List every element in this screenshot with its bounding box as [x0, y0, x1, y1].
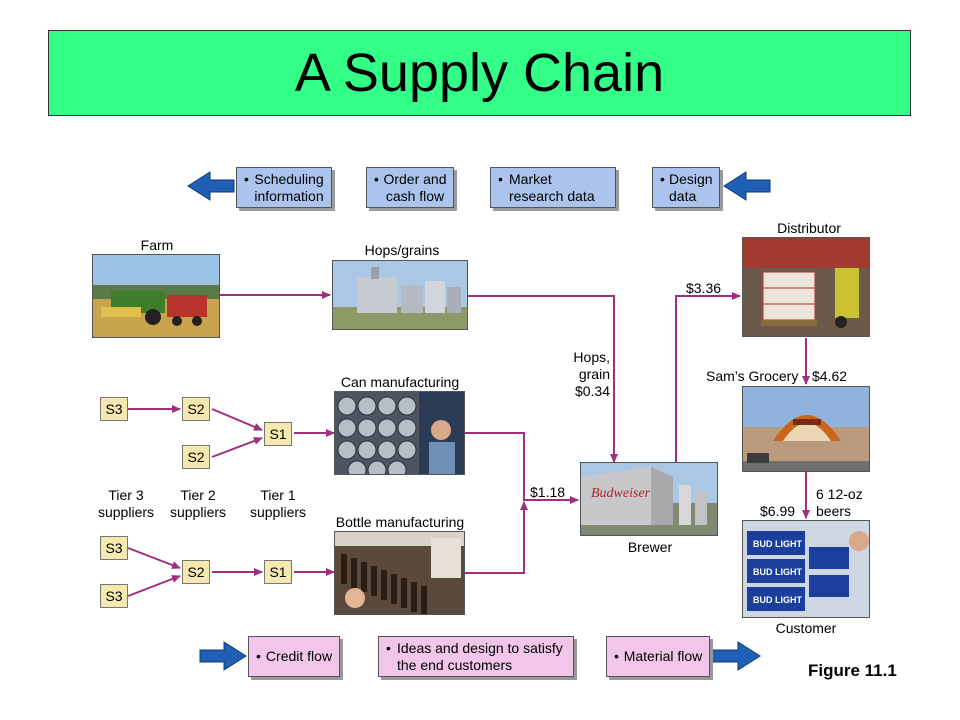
- bullet: •: [374, 171, 379, 187]
- arrow-s3-s2-a: [127, 547, 181, 569]
- beer-cases-image: BUD LIGHT BUD LIGHT BUD LIGHT: [743, 521, 869, 617]
- scheduling-information-box: • Scheduling information: [236, 167, 332, 208]
- customer-photo: BUD LIGHT BUD LIGHT BUD LIGHT: [742, 520, 870, 618]
- arrow-hops-brewer: [468, 295, 618, 463]
- order-cash-flow-box: • Order and cash flow: [366, 167, 454, 208]
- bullet: •: [498, 171, 503, 187]
- hops-grain-price: $0.34: [574, 383, 610, 399]
- brewer-photo: Budweiser: [580, 462, 718, 536]
- grain-silos-photo: [332, 260, 468, 330]
- bullet: •: [660, 171, 665, 187]
- bottle-manufacturing-photo: [334, 531, 465, 615]
- grain-silos-image: [333, 261, 467, 329]
- distributor-price: $3.36: [686, 280, 722, 296]
- right-flow-arrow-credit: [199, 641, 247, 671]
- hops-grains-label: Hops/grains: [364, 242, 440, 258]
- credit-flow-label: Credit flow: [265, 648, 333, 664]
- container-price: $1.18: [530, 484, 566, 500]
- customer-price: $6.99: [760, 503, 796, 519]
- market-research-data-box: • Market research data: [490, 167, 616, 208]
- brewery-image: Budweiser: [581, 463, 717, 535]
- page-title: A Supply Chain: [294, 43, 665, 103]
- arrow-can-brewer: [465, 432, 579, 504]
- figure-label: Figure 11.1: [808, 661, 897, 680]
- ideas-design-box: • Ideas and design to satisfy the end cu…: [378, 636, 574, 677]
- tier2-suppliers-label: Tier 2 suppliers: [169, 487, 227, 520]
- material-flow-label: Material flow: [623, 648, 703, 664]
- bottle-line-image: [335, 532, 464, 614]
- design-data-label: Design data: [669, 171, 713, 204]
- supplier-s3-box: S3: [100, 584, 128, 608]
- combine-harvester-image: [93, 255, 219, 337]
- title-banner: A Supply Chain: [48, 30, 911, 116]
- supplier-s2-box: S2: [182, 445, 210, 469]
- right-flow-arrow-top: [723, 171, 771, 201]
- supplier-s1-box: S1: [264, 422, 292, 446]
- svg-text:BUD LIGHT: BUD LIGHT: [753, 595, 802, 605]
- customer-label: Customer: [775, 620, 837, 636]
- bullet: •: [244, 171, 249, 187]
- grocery-label: Sam’s Grocery: [706, 368, 799, 384]
- warehouse-image: [743, 238, 869, 336]
- grocery-photo: [742, 386, 870, 472]
- customer-quantity-label: 6 12-oz beers: [816, 486, 863, 519]
- arrow-brewer-distributor: [675, 292, 741, 462]
- bullet: •: [256, 648, 261, 664]
- supplier-s3-box: S3: [100, 536, 128, 560]
- arrow-s2-s1-top: [211, 408, 263, 431]
- bullet: •: [386, 640, 391, 656]
- farm-label: Farm: [140, 237, 174, 253]
- can-manufacturing-photo: [334, 391, 465, 475]
- svg-text:BUD LIGHT: BUD LIGHT: [753, 539, 802, 549]
- hops-grain-label: Hops, grain: [573, 349, 610, 382]
- distributor-photo: [742, 237, 870, 337]
- supplier-s2-box: S2: [182, 560, 210, 584]
- material-flow-box: • Material flow: [606, 636, 710, 677]
- scheduling-information-label: Scheduling information: [254, 171, 324, 204]
- brewer-label: Brewer: [627, 539, 673, 555]
- can-factory-image: [335, 392, 464, 474]
- svg-text:BUD LIGHT: BUD LIGHT: [753, 567, 802, 577]
- market-research-data-label: Market research data: [509, 171, 595, 204]
- left-flow-arrow-top: [187, 171, 235, 201]
- ideas-design-label: Ideas and design to satisfy the end cust…: [397, 640, 563, 673]
- bottle-manufacturing-label: Bottle manufacturing: [335, 514, 465, 530]
- arrow-bottle-brewer: [465, 501, 528, 574]
- arrow-s2b-s1: [211, 437, 263, 458]
- distributor-label: Distributor: [777, 220, 841, 236]
- supplier-s2-box: S2: [182, 397, 210, 421]
- svg-text:Budweiser: Budweiser: [591, 486, 651, 501]
- supplier-s1-box: S1: [264, 560, 292, 584]
- tier3-suppliers-label: Tier 3 suppliers: [97, 487, 155, 520]
- tier1-suppliers-label: Tier 1 suppliers: [249, 487, 307, 520]
- farm-photo: [92, 254, 220, 338]
- grocery-price: $4.62: [812, 368, 848, 384]
- right-flow-arrow-material: [711, 641, 761, 671]
- bullet: •: [614, 648, 619, 664]
- credit-flow-box: • Credit flow: [248, 636, 340, 677]
- arrow-s3-s2-b: [127, 575, 181, 597]
- order-cash-flow-label: Order and cash flow: [383, 171, 447, 204]
- can-manufacturing-label: Can manufacturing: [340, 374, 460, 390]
- design-data-box: • Design data: [652, 167, 720, 208]
- supplier-s3-box: S3: [100, 397, 128, 421]
- storefront-image: [743, 387, 869, 471]
